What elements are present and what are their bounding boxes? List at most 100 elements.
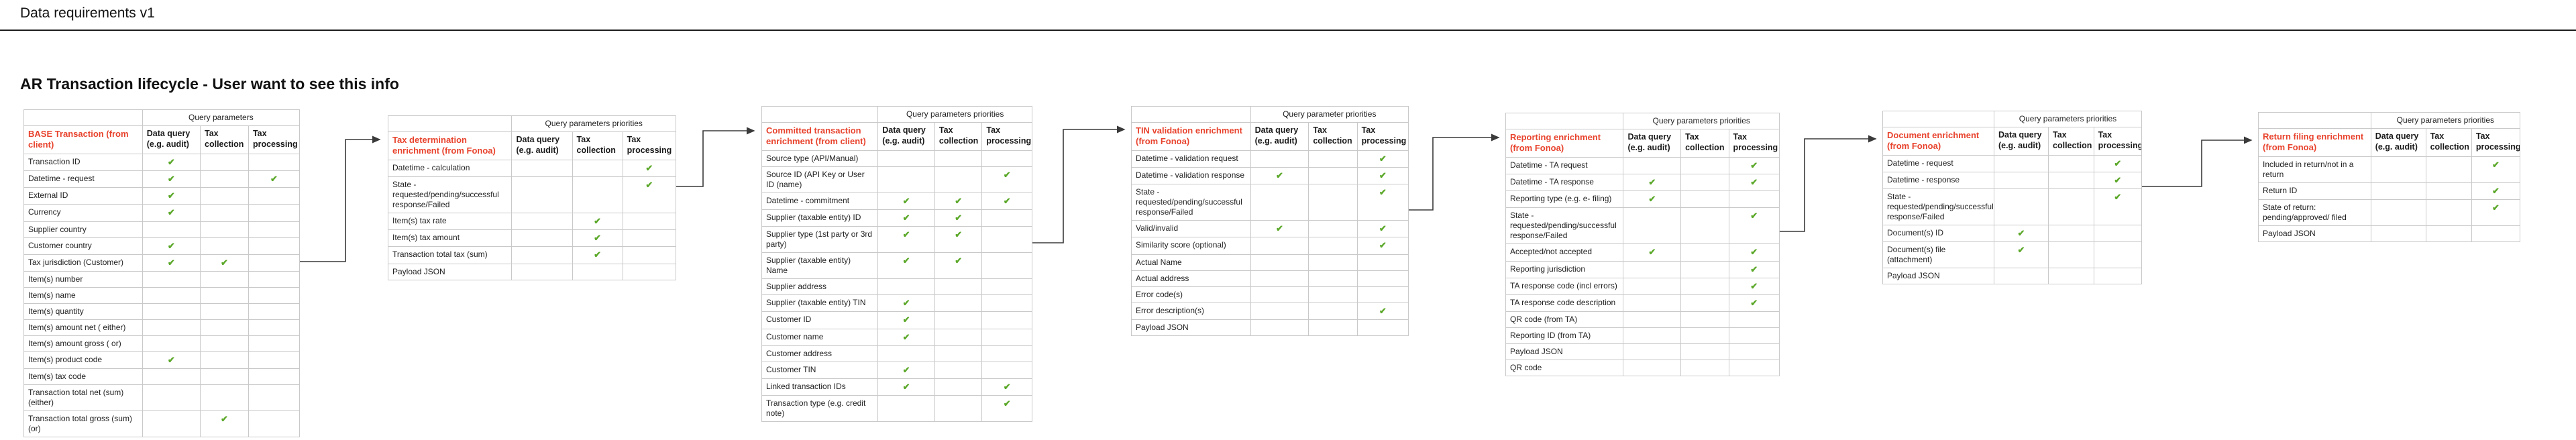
- table-title: Reporting enrichment (from Fonoa): [1505, 129, 1624, 158]
- check-cell: [2093, 224, 2143, 243]
- check-cell: [2425, 182, 2472, 200]
- check-icon: ✔: [955, 212, 963, 223]
- check-cell: ✔: [200, 254, 249, 272]
- connector-arrow: [676, 127, 755, 187]
- check-cell: [1250, 302, 1309, 320]
- table-row: Document(s) file (attachment)✔: [1882, 241, 2143, 269]
- column-header: Tax collection: [2425, 128, 2472, 157]
- row-label: Error description(s): [1131, 302, 1251, 320]
- row-label: Payload JSON: [1131, 319, 1251, 336]
- check-icon: ✔: [221, 257, 228, 268]
- check-cell: [1250, 237, 1309, 255]
- row-label: Actual Name: [1131, 254, 1251, 271]
- column-header: Tax processing: [248, 125, 301, 154]
- check-cell: ✔: [877, 252, 935, 279]
- check-cell: [877, 150, 935, 167]
- table-row: Supplier address: [761, 278, 1032, 295]
- check-cell: ✔: [1356, 219, 1409, 238]
- check-cell: [1308, 319, 1358, 336]
- check-cell: [934, 378, 983, 396]
- table-row: Item(s) tax amount ✔: [387, 229, 677, 248]
- check-cell: [200, 287, 249, 304]
- check-cell: ✔: [142, 153, 201, 171]
- column-header: Data query (e.g. audit): [1250, 122, 1309, 151]
- check-cell: [877, 395, 935, 423]
- check-cell: [200, 221, 249, 238]
- check-cell: [981, 294, 1032, 313]
- check-cell: [1680, 260, 1729, 278]
- row-label: Customer TIN: [761, 361, 879, 380]
- check-cell: [1308, 302, 1358, 320]
- check-icon: ✔: [1003, 398, 1011, 409]
- check-cell: [142, 221, 201, 238]
- check-cell: [1250, 319, 1309, 336]
- check-cell: ✔: [877, 328, 935, 346]
- page-title: Data requirements v1: [20, 5, 155, 21]
- check-cell: ✔: [142, 204, 201, 222]
- check-icon: ✔: [2491, 185, 2500, 196]
- check-cell: ✔: [2093, 171, 2143, 190]
- check-icon: ✔: [1648, 194, 1656, 204]
- check-cell: ✔: [1356, 184, 1409, 221]
- query-parameters-header: Query parameters: [142, 109, 301, 126]
- check-cell: [200, 351, 249, 370]
- row-label: QR code: [1505, 360, 1624, 377]
- table-row: Document(s) ID✔: [1882, 224, 2143, 243]
- row-label: Similarity score (optional): [1131, 237, 1251, 255]
- check-cell: [2048, 224, 2094, 243]
- check-icon: ✔: [1750, 160, 1758, 170]
- check-cell: [934, 166, 983, 193]
- check-cell: [1993, 154, 2049, 172]
- check-cell: [934, 150, 983, 167]
- query-parameters-header: Query parameters priorities: [877, 106, 1032, 123]
- row-label: Valid/invalid: [1131, 219, 1251, 238]
- check-cell: ✔: [622, 159, 677, 177]
- check-cell: [2048, 241, 2094, 269]
- check-cell: ✔: [877, 192, 935, 210]
- check-icon: ✔: [1003, 195, 1011, 206]
- row-label: Item(s) number: [23, 271, 143, 288]
- check-cell: [142, 368, 201, 386]
- check-icon: ✔: [902, 229, 910, 239]
- row-label: Item(s) tax code: [23, 368, 143, 386]
- check-cell: ✔: [2093, 188, 2143, 225]
- row-label: Document(s) file (attachment): [1882, 241, 1994, 269]
- check-cell: [934, 294, 983, 313]
- column-header: Tax processing: [981, 122, 1032, 151]
- section-heading: AR Transaction lifecycle - User want to …: [20, 75, 399, 93]
- check-cell: [1680, 277, 1729, 296]
- table-row: Reporting jurisdiction✔: [1505, 260, 1780, 278]
- table-row: Currency✔: [23, 204, 301, 222]
- table-row: State - requested/pending/successful res…: [1505, 207, 1780, 245]
- column-header-row: Tax determination enrichment (from Fonoa…: [387, 131, 677, 160]
- table-row: Reporting type (e.g. e- filing)✔: [1505, 190, 1780, 209]
- table-row: Datetime - validation response✔✔: [1131, 166, 1409, 185]
- row-label: Item(s) tax amount: [387, 229, 513, 248]
- row-label: TA response code (incl errors): [1505, 277, 1624, 296]
- check-icon: ✔: [1750, 211, 1758, 221]
- table-row: Transaction type (e.g. credit note)✔: [761, 395, 1032, 423]
- check-icon: ✔: [221, 414, 228, 425]
- table-title: BASE Transaction (from client): [23, 125, 143, 154]
- connector-arrow: [1409, 133, 1500, 211]
- check-cell: [142, 287, 201, 304]
- row-label: External ID: [23, 186, 143, 205]
- row-label: Linked transaction IDs: [761, 378, 879, 396]
- table-row: TA response code (incl errors)✔: [1505, 277, 1780, 296]
- check-cell: [200, 319, 249, 336]
- check-cell: [248, 410, 301, 438]
- table-row: Source ID (API Key or User ID (name)✔: [761, 166, 1032, 193]
- check-cell: [934, 328, 983, 346]
- check-cell: ✔: [1250, 219, 1309, 238]
- check-cell: [200, 170, 249, 188]
- row-label: Actual address: [1131, 270, 1251, 287]
- check-icon: ✔: [902, 315, 910, 325]
- check-cell: [1308, 286, 1358, 303]
- row-label: Customer address: [761, 345, 879, 362]
- row-label: Item(s) amount gross ( or): [23, 335, 143, 352]
- check-icon: ✔: [594, 233, 602, 243]
- check-cell: [877, 166, 935, 193]
- check-cell: [1308, 184, 1358, 221]
- check-cell: [200, 204, 249, 222]
